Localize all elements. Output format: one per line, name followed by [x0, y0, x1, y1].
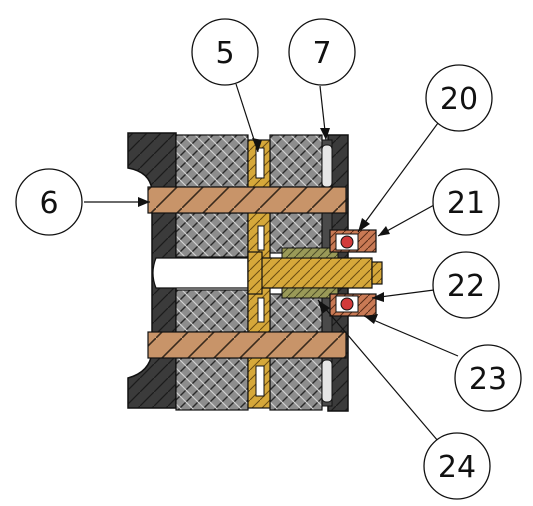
callout-23-label: 23 — [469, 362, 507, 397]
callout-6: 6 — [15, 168, 83, 236]
callout-20-label: 20 — [440, 82, 478, 117]
callout-23: 23 — [454, 344, 522, 412]
slot-part-7 — [321, 144, 333, 403]
callout-22-label: 22 — [447, 269, 485, 304]
leader-24 — [317, 299, 445, 449]
leader-20 — [357, 122, 439, 233]
bearing-housing — [329, 229, 377, 317]
callout-22: 22 — [432, 251, 500, 319]
leader-23 — [363, 315, 459, 357]
callout-7-label: 7 — [312, 36, 331, 71]
callout-5-label: 5 — [215, 36, 234, 71]
bronze-tie-rods — [147, 186, 347, 359]
callout-21-label: 21 — [447, 186, 485, 221]
callout-21: 21 — [432, 168, 500, 236]
callout-5: 5 — [191, 18, 259, 86]
leader-arrowheads — [138, 128, 390, 324]
callout-7: 7 — [288, 18, 356, 86]
callout-20: 20 — [425, 64, 493, 132]
callout-6-label: 6 — [39, 186, 58, 221]
olive-sleeve — [281, 247, 339, 299]
callout-24-label: 24 — [438, 450, 476, 485]
callout-24: 24 — [423, 432, 491, 500]
balloons: 5 7 6 20 21 22 23 24 — [15, 18, 522, 500]
insulation-blocks — [175, 134, 323, 411]
